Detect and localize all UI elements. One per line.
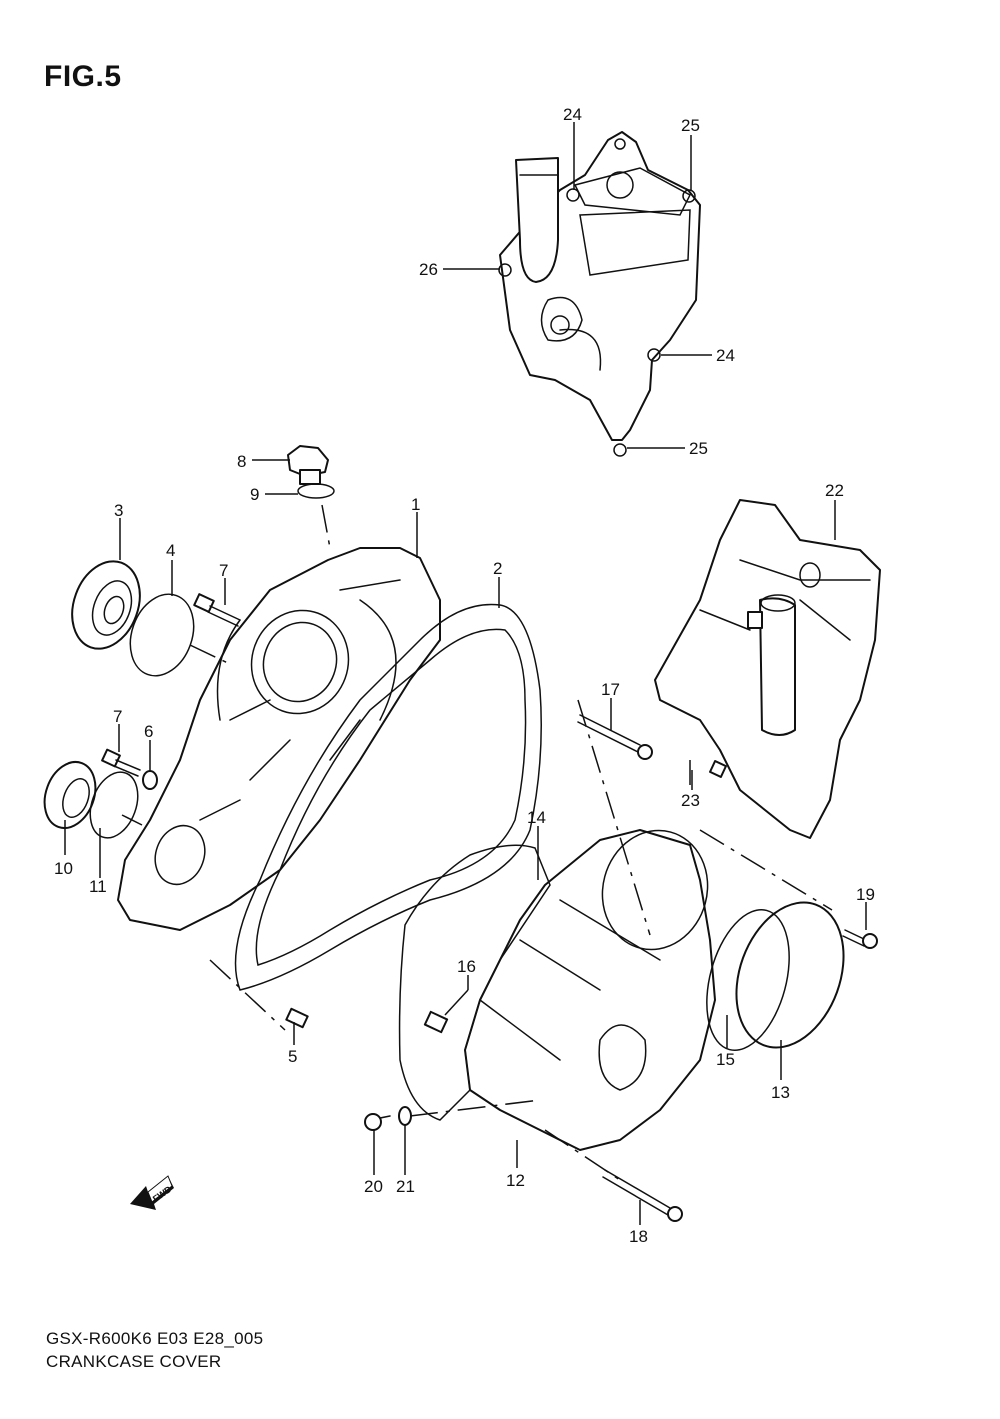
callout-24: 24 [563, 105, 582, 124]
oil-filler-cap-part [287, 445, 329, 485]
callout-8: 8 [237, 452, 246, 471]
callout-7: 7 [113, 707, 122, 726]
bolt-20-part [364, 1113, 391, 1131]
assembly-name: CRANKCASE COVER [46, 1352, 222, 1371]
washer-6-part [142, 770, 158, 790]
leader-lines [64, 122, 867, 1225]
plug-10-part [43, 761, 97, 829]
callout-23: 23 [681, 791, 700, 810]
callout-7: 7 [219, 561, 228, 580]
cover-gasket-part [398, 844, 551, 1121]
clutch-cover-part [409, 699, 833, 1181]
callout-17: 17 [601, 680, 620, 699]
crankcase-cover-part [117, 504, 441, 931]
callout-20: 20 [364, 1177, 383, 1196]
figure-title: FIG.5 [44, 60, 122, 93]
callout-11: 11 [89, 877, 107, 896]
small-cover-part [735, 901, 845, 1049]
fwd-direction-arrow-icon: FWD [130, 1175, 174, 1210]
callout-24: 24 [716, 346, 735, 365]
o-ring-11-part [89, 771, 139, 839]
callout-4: 4 [166, 541, 175, 560]
callout-14: 14 [527, 808, 546, 827]
callout-3: 3 [114, 501, 123, 520]
callout-22: 22 [825, 481, 844, 500]
dowel-16-part [423, 1010, 449, 1034]
pump-housing-part [654, 499, 881, 839]
callout-25: 25 [689, 439, 708, 458]
callout-6: 6 [144, 722, 153, 741]
o-ring-4-part [129, 593, 195, 677]
callout-10: 10 [54, 859, 73, 878]
callout-2: 2 [493, 559, 502, 578]
bolt-7b-part [101, 748, 141, 777]
model-code: GSX-R600K6 E03 E28_005 [46, 1329, 264, 1348]
callout-9: 9 [250, 485, 259, 504]
callout-1: 1 [411, 495, 420, 514]
callout-16: 16 [457, 957, 476, 976]
sprocket-cover-part [498, 131, 701, 457]
bolt-7a-part [193, 593, 241, 627]
callout-12: 12 [506, 1171, 525, 1190]
dowel-5-part [285, 1007, 309, 1029]
callout-5: 5 [288, 1047, 297, 1066]
bolt-17-part [577, 714, 653, 760]
callout-25: 25 [681, 116, 700, 135]
callout-26: 26 [419, 260, 438, 279]
callout-18: 18 [629, 1227, 648, 1246]
washer-21-part [398, 1106, 412, 1126]
callout-13: 13 [771, 1083, 790, 1102]
dowel-23-part [709, 760, 727, 778]
gasket-part [209, 603, 542, 1031]
callout-21: 21 [396, 1177, 415, 1196]
bolt-18-part [602, 1169, 683, 1222]
callout-19: 19 [856, 885, 875, 904]
filler-o-ring-part [297, 483, 335, 499]
callout-labels: 1 2 3 4 5 6 7 7 8 9 10 11 12 13 14 15 16… [54, 105, 875, 1246]
o-ring-part [706, 909, 790, 1051]
bolt-19-part [842, 929, 878, 949]
plug-3-part [71, 560, 141, 650]
callout-15: 15 [716, 1050, 735, 1069]
